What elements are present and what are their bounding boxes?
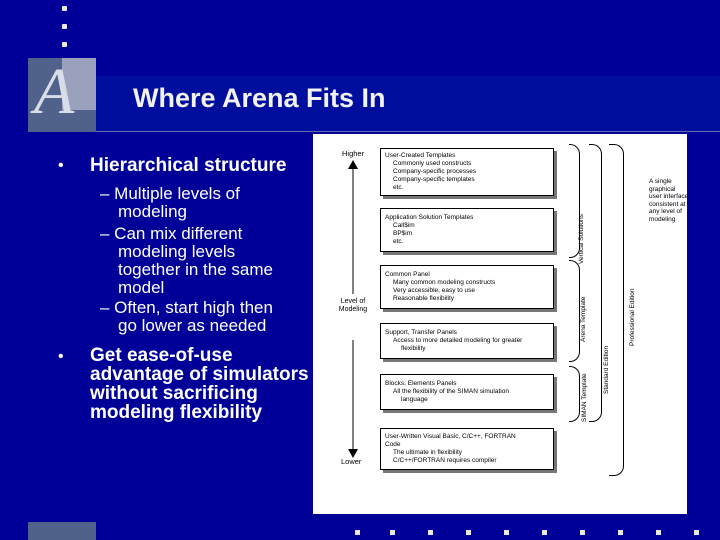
box-line: Call$im bbox=[393, 222, 415, 229]
arena-logo: A bbox=[28, 55, 96, 132]
box-line: etc. bbox=[393, 238, 404, 245]
box-line: Reasonable flexibility bbox=[393, 295, 455, 302]
decor-dot bbox=[428, 530, 433, 535]
diagram-panel: Higher Level of Modeling Lower User-Crea… bbox=[313, 134, 689, 514]
box-title: Application Solution Templates bbox=[385, 214, 474, 221]
slide-title: Where Arena Fits In bbox=[133, 83, 386, 113]
box-user-created-templates: User-Created Templates Commonly used con… bbox=[380, 148, 554, 196]
lower-label: Lower bbox=[341, 457, 362, 466]
sub-bullet-line: modeling bbox=[118, 202, 187, 221]
box-line: The ultimate in flexibility bbox=[393, 449, 462, 456]
bullet-hierarchical: Hierarchical structure bbox=[90, 155, 287, 176]
box-line: Company-specific processes bbox=[393, 168, 477, 175]
sub-bullet-line: together in the same bbox=[118, 260, 273, 279]
bracket-standard-edition bbox=[589, 144, 602, 422]
label-vertical-solutions: Vertical Solutions bbox=[578, 214, 585, 264]
label-siman-template: SIMAN Template bbox=[581, 373, 588, 422]
box-line: C/C++/FORTRAN requires compiler bbox=[393, 457, 497, 464]
box-line: Code bbox=[385, 441, 401, 448]
decor-dot bbox=[694, 530, 699, 535]
box-line: Company-specific templates bbox=[393, 176, 475, 183]
box-common-panel: Common Panel Many common modeling constr… bbox=[380, 265, 554, 309]
decor-dot bbox=[542, 530, 547, 535]
decor-dot bbox=[355, 530, 360, 535]
bracket-siman-template bbox=[569, 366, 580, 422]
sub-bullet-line: – Can mix different bbox=[100, 224, 243, 243]
decor-dot bbox=[390, 530, 395, 535]
box-line: Very accessible, easy to use bbox=[393, 287, 476, 294]
page-number: 26 bbox=[648, 500, 658, 510]
sub-bullet-line: go lower as needed bbox=[118, 316, 267, 335]
decor-dot bbox=[656, 530, 661, 535]
box-line: flexibility bbox=[401, 345, 426, 352]
title-bar bbox=[96, 76, 720, 132]
box-title: User-Written Visual Basic, C/C++, FORTRA… bbox=[385, 433, 516, 440]
sub-bullet-line: modeling levels bbox=[118, 242, 236, 261]
box-support-transfer-panels: Support, Transfer Panels Access to more … bbox=[380, 323, 554, 359]
decor-dot bbox=[62, 24, 67, 29]
sub-bullet-line: model bbox=[118, 278, 165, 297]
box-blocks-elements-panels: Blocks, Elements Panels All the flexibil… bbox=[380, 374, 554, 410]
box-line: All the flexibility of the SIMAN simulat… bbox=[393, 388, 509, 395]
box-title: Blocks, Elements Panels bbox=[385, 380, 457, 387]
higher-label: Higher bbox=[342, 149, 365, 158]
level-arrow bbox=[348, 160, 358, 458]
label-arena-template: Arena Template bbox=[580, 296, 587, 342]
level-label-text: Level of Modeling bbox=[338, 298, 368, 313]
sub-bullet-line: – Often, start high then bbox=[100, 298, 273, 317]
box-title: Support, Transfer Panels bbox=[385, 329, 457, 336]
decor-dot bbox=[62, 42, 67, 47]
level-of-modeling-label: Level of Modeling bbox=[337, 298, 369, 313]
label-professional-edition: Professional Edition bbox=[629, 288, 636, 346]
decor-dot bbox=[618, 530, 623, 535]
decor-dot bbox=[504, 530, 509, 535]
bullet-marker: • bbox=[58, 157, 64, 174]
footer-section-title: What is Simulation? bbox=[316, 500, 392, 510]
sub-bullet-line: – Multiple levels of bbox=[100, 184, 240, 203]
bracket-professional-edition bbox=[609, 144, 624, 476]
decor-dot bbox=[62, 6, 67, 11]
side-note: A single graphical user interface consis… bbox=[649, 178, 689, 223]
box-line: BP$im bbox=[393, 230, 413, 237]
bottom-logo-band bbox=[28, 522, 96, 540]
box-title: User-Created Templates bbox=[385, 152, 456, 159]
box-line: Many common modeling constructs bbox=[393, 279, 496, 286]
decor-dot bbox=[466, 530, 471, 535]
bullet-ease-of-use: Get ease-of-use advantage of simulators … bbox=[90, 345, 309, 423]
box-user-written-code: User-Written Visual Basic, C/C++, FORTRA… bbox=[380, 428, 554, 470]
decor-dot bbox=[580, 530, 585, 535]
box-application-solution-templates: Application Solution Templates Call$im B… bbox=[380, 208, 554, 252]
title-divider bbox=[96, 131, 720, 132]
box-line: language bbox=[401, 396, 428, 403]
box-line: Commonly used constructs bbox=[393, 160, 472, 167]
bracket-arena-template bbox=[569, 260, 580, 362]
bullet-marker: • bbox=[58, 348, 64, 365]
box-title: Common Panel bbox=[385, 271, 430, 278]
box-line: etc. bbox=[393, 184, 404, 191]
box-line: Access to more detailed modeling for gre… bbox=[393, 337, 523, 344]
